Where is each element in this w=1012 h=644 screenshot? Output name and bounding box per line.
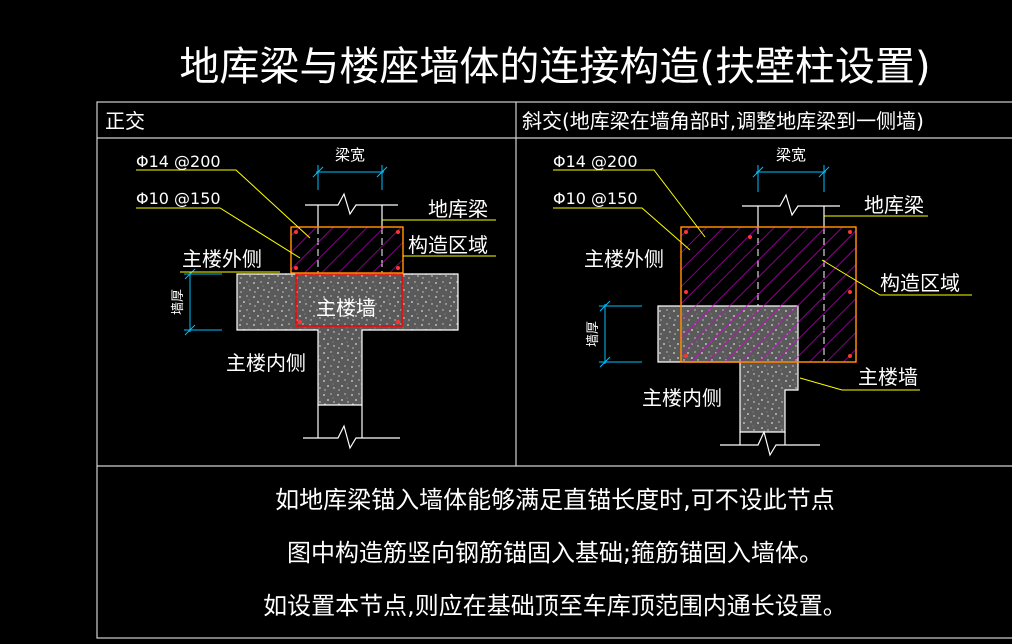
left-wall-thickness-label: 墙厚 (171, 289, 186, 315)
page-title: 地库梁与楼座墙体的连接构造(扶壁柱设置) (179, 44, 930, 90)
left-inner-side-label: 主楼内侧 (226, 351, 306, 375)
right-wall-thickness-label: 墙厚 (586, 321, 601, 347)
left-section: 梁宽 墙厚 Φ14 @200 Φ10 @150 地库梁 构造区域 主楼外侧 主楼… (136, 146, 496, 450)
right-rebar-b-label: Φ10 @150 (553, 189, 638, 208)
right-inner-side-label: 主楼内侧 (642, 386, 722, 410)
left-rebar-b-label: Φ10 @150 (136, 189, 221, 208)
right-wall-thickness-dimension (599, 300, 642, 368)
left-beam-width-dimension (312, 165, 388, 190)
note-line-2: 图中构造筋竖向钢筋锚固入基础;箍筋锚固入墙体。 (287, 539, 823, 567)
left-panel-header: 正交 (105, 109, 145, 133)
right-zone-label: 构造区域 (880, 271, 960, 295)
right-beam-outline (742, 193, 840, 227)
note-line-3: 如设置本节点,则应在基础顶至车库顶范围内通长设置。 (263, 592, 847, 620)
right-rebar-a-label: Φ14 @200 (553, 152, 638, 171)
left-leader-lines (136, 169, 496, 273)
left-wall-thickness-dimension (184, 268, 222, 336)
right-beam-label: 地库梁 (864, 193, 924, 217)
right-beam-width-label: 梁宽 (776, 146, 806, 164)
right-leader-lines (553, 169, 972, 391)
left-construction-zone (290, 226, 404, 274)
right-outer-side-label: 主楼外侧 (584, 247, 664, 271)
note-line-1: 如地库梁锚入墙体能够满足直锚长度时,可不设此节点 (275, 486, 835, 514)
left-beam-outline (305, 192, 398, 227)
left-rebar-a-label: Φ14 @200 (136, 152, 221, 171)
left-beam-label: 地库梁 (428, 197, 488, 221)
left-wall-label: 主楼墙 (316, 296, 376, 320)
left-outer-side-label: 主楼外侧 (182, 247, 262, 271)
left-beam-width-label: 梁宽 (335, 146, 365, 164)
notes: 如地库梁锚入墙体能够满足直锚长度时,可不设此节点 图中构造筋竖向钢筋锚固入基础;… (263, 486, 847, 620)
left-zone-label: 构造区域 (408, 233, 488, 257)
drawing-frame (96, 101, 1012, 639)
right-panel-header: 斜交(地库梁在墙角部时,调整地库梁到一侧墙) (522, 109, 924, 133)
right-beam-width-dimension (752, 165, 830, 192)
right-construction-zone (680, 226, 857, 363)
right-section: 梁宽 墙厚 Φ14 @200 Φ10 @150 地库梁 构造区域 主楼外侧 主楼… (553, 146, 972, 457)
left-wall-section (236, 273, 459, 406)
right-wall-label: 主楼墙 (858, 365, 918, 389)
